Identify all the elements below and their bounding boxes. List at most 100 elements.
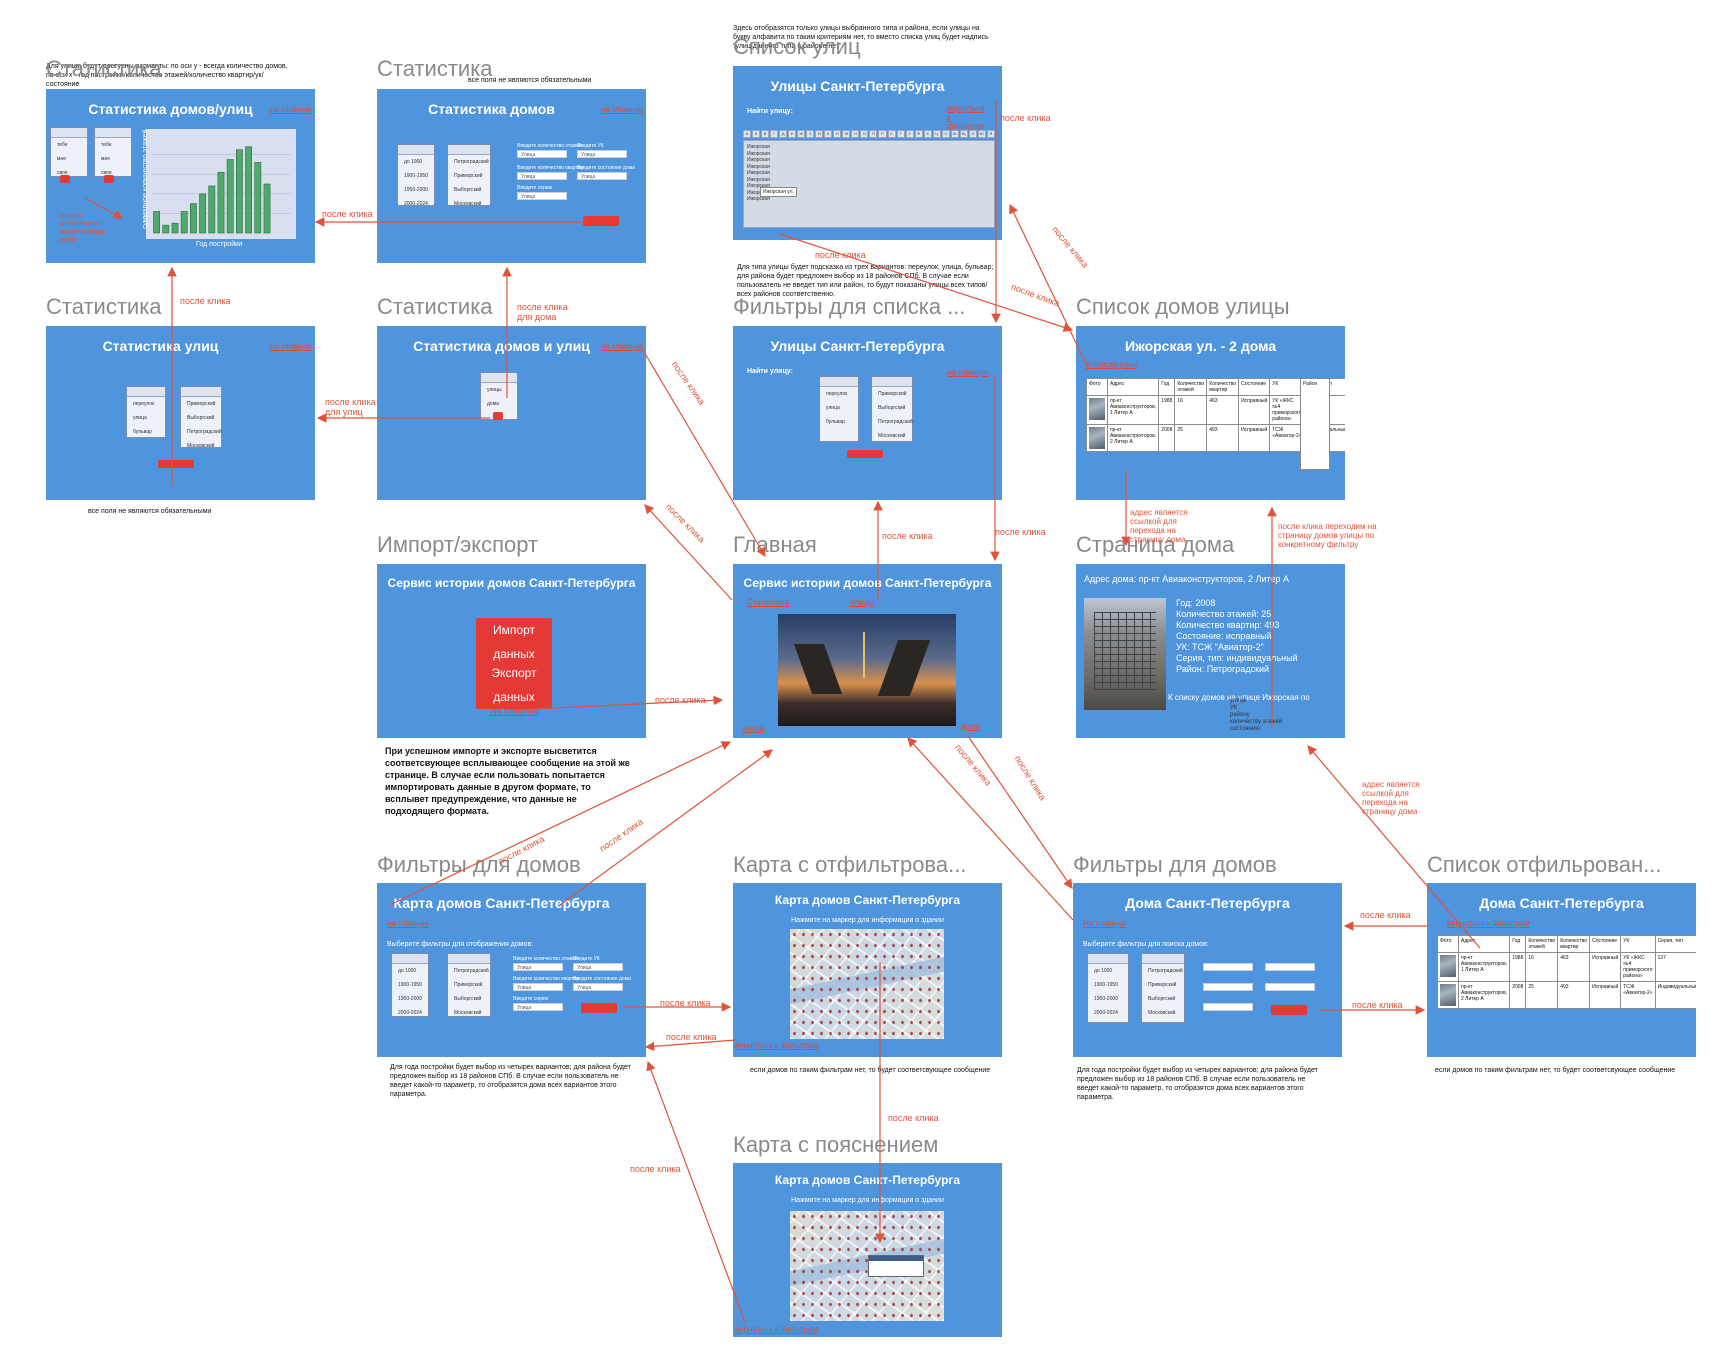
address-link[interactable]: пр-кт Авиаконструкторов, 1 Литер А [1457,952,1511,982]
letter-button[interactable]: Я [986,130,995,138]
list-item[interactable]: Московский [878,433,906,439]
back-to-list-link[interactable]: К списку домов на улице Ижорская по [1168,693,1310,702]
back-to-filters-link[interactable]: вернуться к фильтрам [1447,919,1530,928]
street-item[interactable]: Ижорская [747,196,770,202]
list-item[interactable]: улица [133,415,147,421]
street-item[interactable]: Ижорская [747,189,770,196]
list-item[interactable]: Московский [454,1010,482,1016]
street-item[interactable]: Ижорская [747,163,770,170]
ok-button[interactable] [60,175,70,183]
map-link[interactable]: карта [743,724,764,733]
ok-button[interactable] [158,460,194,468]
list-item[interactable]: 1950-2000 [398,996,422,1002]
uk-input[interactable]: Улица [573,963,623,971]
flats-input[interactable] [1203,983,1253,991]
ok-button[interactable] [583,216,619,226]
letter-button[interactable]: Е [788,130,797,138]
letter-button[interactable]: Г [770,130,779,138]
list-item[interactable]: улицы [487,387,502,393]
letter-button[interactable]: Ш [950,130,959,138]
list-item[interactable]: Выборгский [187,415,215,421]
ok-button[interactable] [104,175,114,183]
letter-button[interactable]: Р [878,130,887,138]
letter-button[interactable]: В [761,130,770,138]
list-item[interactable]: 2000-2024 [404,201,428,207]
houses-link[interactable]: дома [961,722,981,731]
list-item[interactable]: Приморский [878,391,907,397]
home-link[interactable]: на главную [947,368,989,377]
stats-link[interactable]: Статистика [747,598,790,607]
home-link[interactable]: На главную [490,706,539,716]
home-link[interactable]: На главную [1083,919,1126,928]
flats-input[interactable]: Улица [513,983,563,991]
ok-button[interactable] [847,450,883,458]
list-item[interactable]: тебе [57,142,68,148]
list-item[interactable]: Приморский [1148,982,1177,988]
letter-button[interactable]: Ф [914,130,923,138]
list-item[interactable]: до 1900 [398,968,417,974]
city-map[interactable] [790,1211,944,1321]
back-to-streets-link[interactable]: К списку улиц [1086,360,1138,369]
list-item[interactable]: 2000-2024 [1094,1010,1118,1016]
list-item[interactable]: бульвар [826,419,845,425]
list-item[interactable]: Выборгский [878,405,906,411]
import-button[interactable]: Импорт данных [476,618,552,666]
letter-button[interactable]: Л [833,130,842,138]
list-item[interactable]: дома [487,401,499,407]
list-item[interactable]: мне [101,156,110,162]
street-item[interactable]: Ижорская [747,144,770,150]
list-item[interactable]: Приморский [454,173,483,179]
list-item[interactable]: тебе [101,142,112,148]
home-link[interactable]: на главную [601,105,643,114]
series-input[interactable] [1203,1003,1253,1011]
list-item[interactable]: 1950-2000 [1094,996,1118,1002]
letter-button[interactable]: Э [968,130,977,138]
list-item[interactable]: Московский [1148,1010,1176,1016]
street-item[interactable]: Ижорская [747,170,770,176]
ok-button[interactable] [581,1003,617,1013]
export-button[interactable]: Экспорт данных [476,661,552,709]
address-link[interactable]: пр-кт Авиаконструкторов, 2 Литер А [1106,424,1160,452]
street-item[interactable]: Ижорская [747,183,770,189]
ok-button[interactable] [1271,1005,1307,1015]
letter-button[interactable]: П [869,130,878,138]
list-item[interactable]: 1900-1950 [404,173,428,179]
list-item[interactable]: 1950-2000 [404,187,428,193]
list-item[interactable]: свое [101,170,112,176]
letter-button[interactable]: Ж [797,130,806,138]
letter-button[interactable]: К [824,130,833,138]
home-link[interactable]: на главную [270,342,312,351]
state-input[interactable]: Улица [577,172,627,180]
letter-button[interactable]: Д [779,130,788,138]
year-select[interactable]: до 1900 1900-1950 1950-2000 2000-2024 [1087,953,1129,1023]
district-select[interactable]: Петроградский Приморский Выборгский Моск… [447,953,491,1017]
house-markers[interactable] [790,929,944,1039]
list-item[interactable]: Петроградский [878,419,913,425]
uk-input[interactable] [1265,963,1315,971]
home-link[interactable]: на главную [601,342,643,351]
series-input[interactable]: Улица [513,1003,563,1011]
list-item[interactable]: 2000-2024 [398,1010,422,1016]
type-select[interactable]: переулок улица бульвар [819,376,859,442]
list-item[interactable]: 1900-1950 [398,982,422,988]
letter-button[interactable]: З [806,130,815,138]
address-link[interactable]: пр-кт Авиаконструкторов, 2 Литер А [1457,981,1511,1009]
city-map[interactable] [790,929,944,1039]
flats-input[interactable]: Улица [517,172,567,180]
list-item[interactable]: Московский [454,201,482,207]
axis-select-2[interactable]: тебе мне свое [94,127,132,177]
letter-button[interactable]: Х [923,130,932,138]
home-link[interactable]: на главную [270,105,312,114]
list-item[interactable]: свое [57,170,68,176]
letter-button[interactable]: Ч [941,130,950,138]
letter-button[interactable]: С [887,130,896,138]
district-select[interactable]: Приморский Выборгский Петроградский Моск… [180,386,222,449]
list-item[interactable]: до 1900 [1094,968,1113,974]
series-input[interactable]: Улица [517,192,567,200]
list-item[interactable]: Петроградский [1148,968,1183,974]
axis-select-1[interactable]: тебе мне свое [50,127,88,177]
letter-button[interactable]: Ю [977,130,986,138]
